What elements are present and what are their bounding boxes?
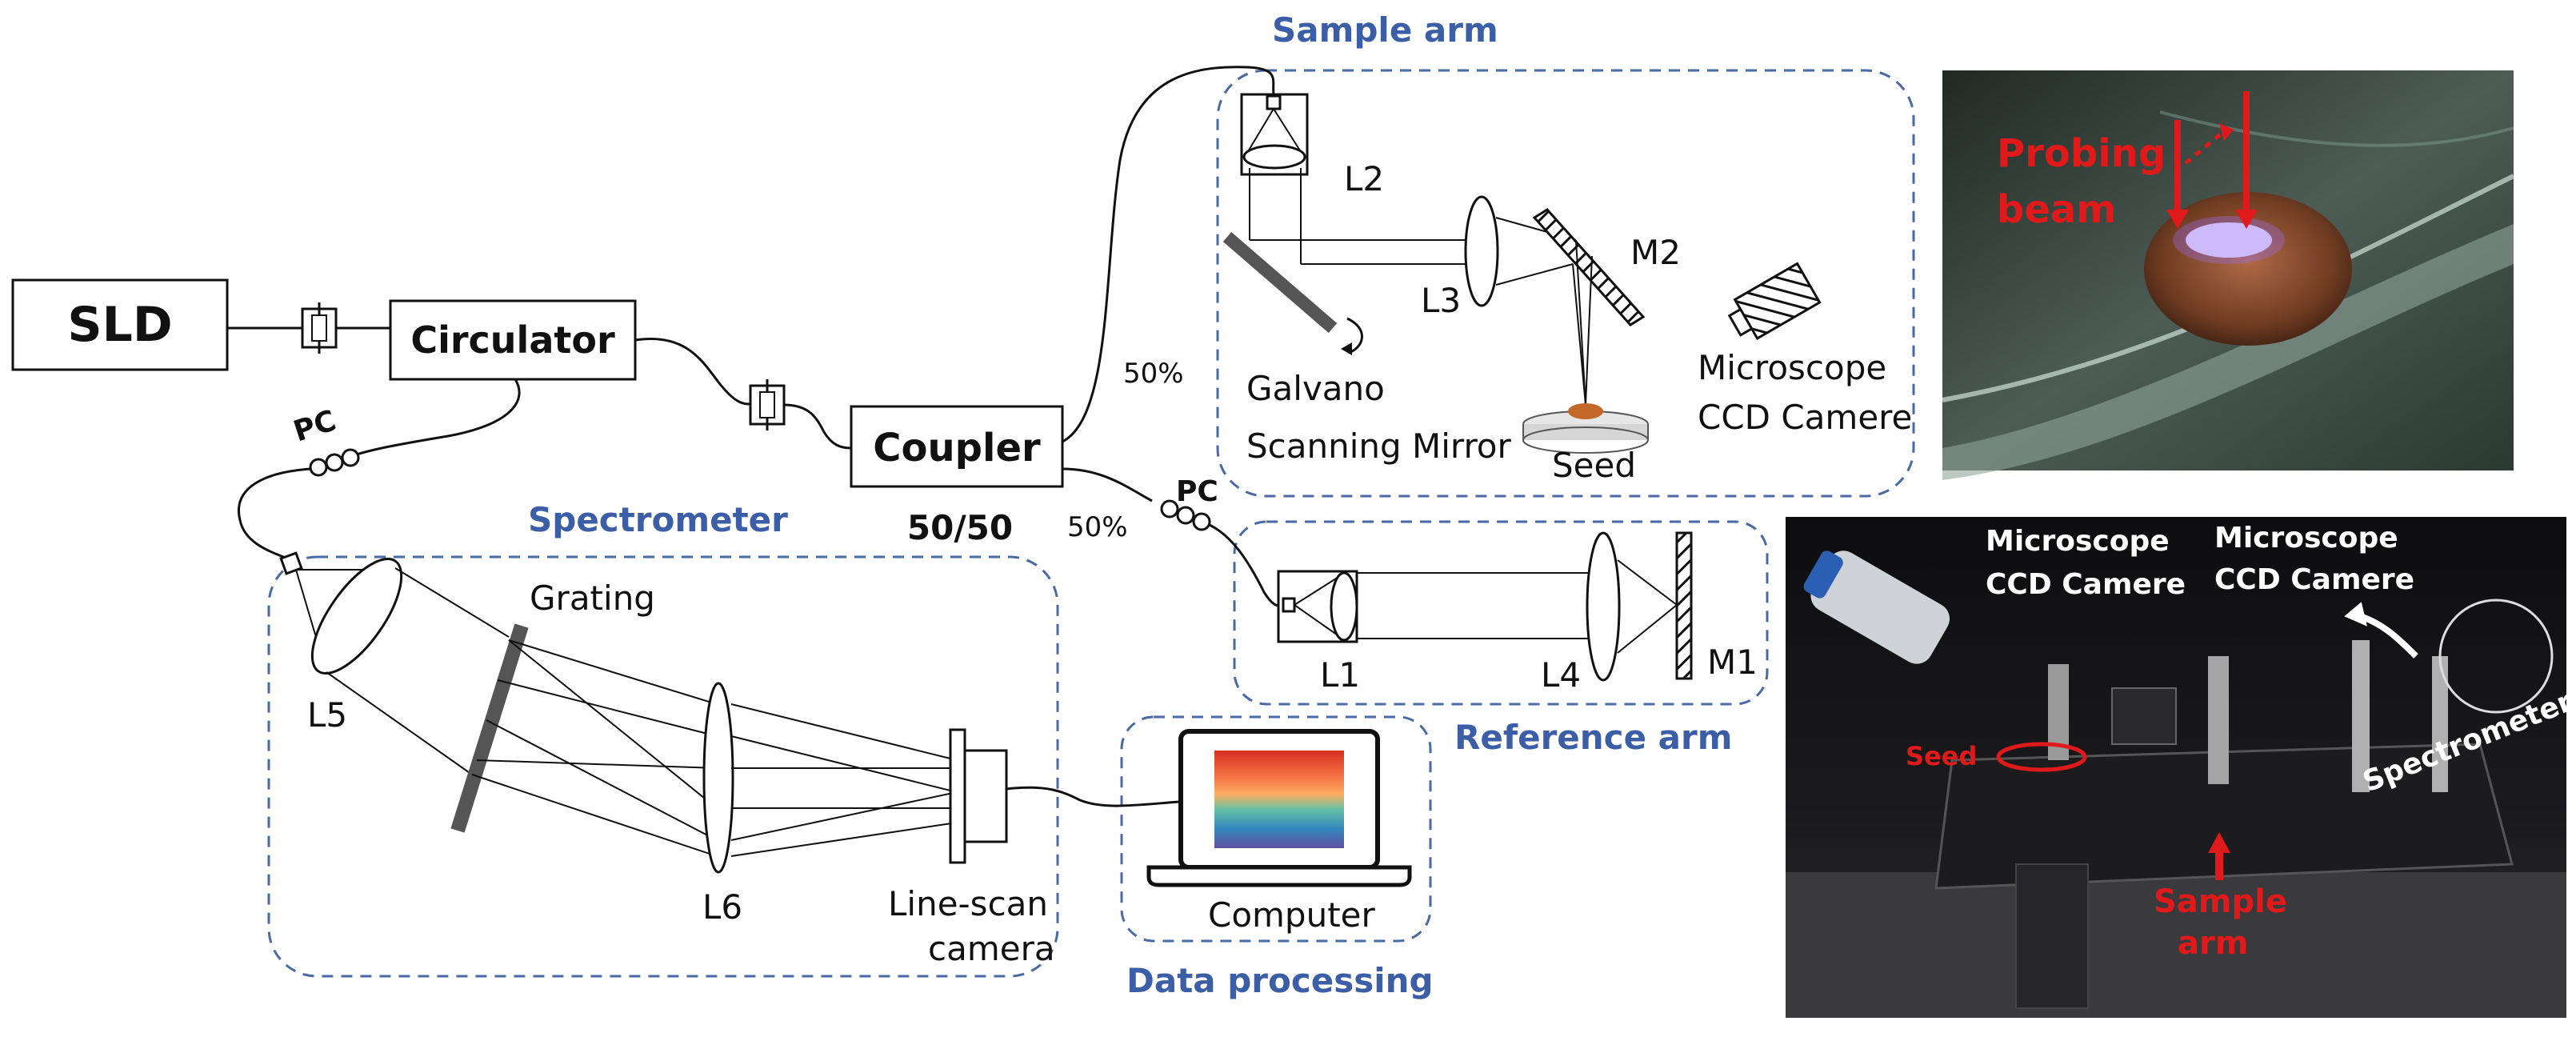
photo-microscope1-line2: CCD Camere: [1986, 568, 2186, 601]
sld-label: SLD: [67, 297, 172, 353]
line-scan-camera: [949, 728, 1008, 864]
microscope-label-line2: CCD Camere: [1698, 398, 1912, 437]
l5-label: L5: [307, 695, 347, 735]
photo-seed-probing: [1942, 70, 2515, 480]
fiber-connector2-coupler: [783, 403, 852, 450]
pc-right-label: PC: [1176, 475, 1218, 508]
beam-l4-m1-b: [1617, 604, 1678, 654]
beam-l5-grating-a: [394, 567, 510, 638]
m1-label: M1: [1707, 643, 1758, 682]
coupler-label: Coupler: [873, 426, 1041, 470]
coupler-ratio-label: 50/50: [907, 508, 1013, 547]
beam-m2-seed-a: [1575, 239, 1586, 406]
beam-l4-m1-a: [1617, 559, 1678, 606]
dispersed-rays: [471, 639, 718, 857]
coupler-box: [850, 405, 1064, 488]
pc-left-coils: [309, 448, 360, 477]
split-ref-pct: 50%: [1067, 511, 1128, 543]
beam-m2-seed-b: [1572, 263, 1586, 406]
photo-sample-label-line2: arm: [2178, 925, 2248, 962]
fiber-coupler-reference: [1062, 467, 1153, 502]
l4-lens: [1586, 531, 1621, 682]
galvano-rotation-arrow: [1346, 317, 1363, 354]
computer-icon: [1146, 729, 1412, 887]
galvano-rotation-arrowhead: [1341, 342, 1352, 355]
m1-mirror: [1675, 531, 1693, 680]
seed-dish: [1522, 403, 1649, 454]
photo-microscope1-line1: Microscope: [1986, 525, 2170, 558]
l4-label: L4: [1541, 655, 1581, 695]
sample-arm-box: [1216, 69, 1915, 498]
fiber-pc-spectrometer: [238, 467, 311, 562]
l1-label: L1: [1320, 655, 1360, 695]
fiber-circulator-coupler: [634, 338, 751, 406]
pc-right-coils: [1160, 499, 1211, 531]
computer-label: Computer: [1208, 895, 1376, 935]
spectrometer-title: Spectrometer: [528, 500, 788, 539]
photo-sample-label-line1: Sample: [2154, 883, 2287, 920]
sld-box: [11, 278, 229, 371]
galvano-label-line1: Galvano: [1246, 369, 1385, 408]
data-processing-box: [1120, 715, 1432, 943]
l3-lens: [1464, 195, 1499, 307]
cable-camera-computer: [1006, 786, 1180, 807]
fiber-connector-1: [301, 302, 338, 354]
galvano-mirror: [1222, 231, 1338, 334]
l6-lens: [702, 682, 734, 874]
fiber-tip: [279, 551, 303, 575]
fiber-pc-reference: [1209, 523, 1284, 608]
photo-probing-label-line2: beam: [1997, 187, 2116, 232]
beam-l5-grating-b: [326, 671, 473, 775]
data-processing-title: Data processing: [1126, 961, 1434, 1000]
l1-collimator: [1277, 570, 1358, 643]
fiber-coupler-sample: [1062, 66, 1275, 443]
beam-m2-seed-c: [1585, 255, 1593, 406]
reference-arm-box: [1233, 520, 1769, 706]
grating-label: Grating: [530, 579, 655, 618]
probing-beam-arrows: [2166, 91, 2258, 229]
photo-microscope2-line1: Microscope: [2214, 522, 2398, 555]
camera-label-line2: camera: [928, 929, 1055, 968]
l3-label: L3: [1421, 281, 1461, 320]
seed-label: Seed: [1552, 446, 1636, 485]
pc-left-label: PC: [290, 404, 340, 448]
l2-collimator: [1240, 93, 1309, 176]
photo-probing-label-line1: Probing: [1997, 131, 2166, 176]
beam-l3-m2-b: [1495, 263, 1574, 286]
l5-lens: [310, 557, 403, 675]
camera-label-line1: Line-scan: [888, 884, 1048, 923]
fiber-connector-2: [749, 379, 786, 430]
l6-label: L6: [702, 887, 742, 927]
photo-lab-setup: [1786, 517, 2566, 1018]
spectrometer-box: [267, 555, 1059, 978]
m2-mirror: [1532, 208, 1646, 326]
sample-arm-title: Sample arm: [1272, 10, 1498, 50]
m2-label: M2: [1630, 233, 1681, 272]
grating: [450, 623, 529, 833]
photo-microscope2-line2: CCD Camere: [2214, 563, 2414, 596]
microscope-label-line1: Microscope: [1698, 348, 1886, 387]
focused-rays: [730, 703, 958, 857]
split-sample-pct: 50%: [1123, 358, 1184, 390]
l2-label: L2: [1344, 159, 1384, 198]
photo-seed-label: Seed: [1906, 741, 1977, 771]
galvano-label-line2: Scanning Mirror: [1246, 426, 1512, 466]
reference-arm-title: Reference arm: [1454, 718, 1733, 757]
fiber-circulator-pc: [346, 378, 521, 459]
circulator-label: Circulator: [410, 318, 615, 362]
microscope-camera-icon: [1727, 262, 1822, 341]
